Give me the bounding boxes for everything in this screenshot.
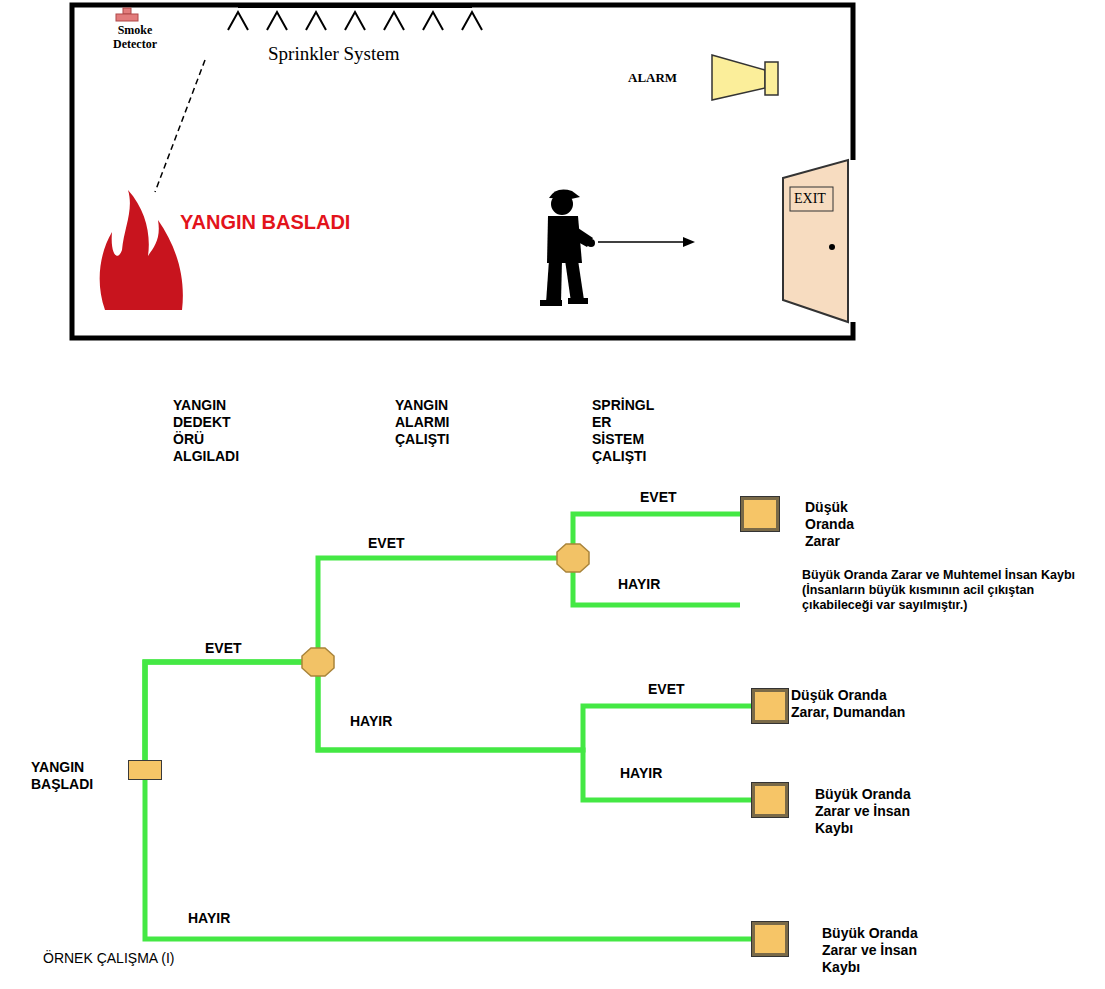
- person-foot: [568, 298, 588, 304]
- door-knob: [829, 244, 835, 250]
- arrow-head: [683, 237, 695, 247]
- outcome-text: Düşük Oranda Zarar: [805, 499, 867, 550]
- outcome-text: Düşük Oranda Zarar, Dumandan: [791, 687, 926, 721]
- exit-door: [783, 160, 848, 322]
- column-header: YANGIN DEDEKT ÖRÜ ALGILADI: [173, 397, 243, 465]
- branch-label: EVET: [368, 535, 405, 552]
- person-foot: [540, 300, 562, 306]
- component-label: ALARM: [628, 70, 677, 86]
- person-cap: [549, 190, 580, 199]
- horn-body: [712, 55, 765, 100]
- exit-sign-text: EXIT: [794, 191, 826, 207]
- outcome-box: Büyük Oranda Zarar ve İnsan Kaybı: [752, 783, 788, 817]
- start-event-box: YANGIN BAŞLADI: [128, 760, 162, 780]
- person-hand: [587, 239, 595, 247]
- column-header: YANGIN ALARMI ÇALIŞTI: [395, 397, 465, 448]
- outcome-text: Büyük Oranda Zarar ve İnsan Kaybı: [815, 786, 933, 837]
- decision-octagon: [557, 544, 589, 572]
- outcome-note: Büyük Oranda Zarar ve Muhtemel İnsan Kay…: [802, 568, 1092, 613]
- branch-line: [145, 662, 752, 760]
- branch-connector: [145, 662, 752, 760]
- alarm-horn: [712, 55, 778, 100]
- outcome-box: Düşük Oranda Zarar: [741, 497, 779, 531]
- branch-line: [145, 780, 752, 939]
- detector-base: [116, 14, 138, 21]
- branch-connector: [145, 780, 752, 939]
- sprinkler-head: [384, 12, 404, 30]
- branch-label: EVET: [648, 681, 685, 698]
- exit-sign: [790, 187, 833, 211]
- detection-line: [155, 60, 205, 192]
- outcome-box: Büyük Oranda Zarar ve İnsan Kaybı: [752, 922, 788, 956]
- outcome-text: YANGIN BAŞLADI: [31, 759, 111, 793]
- sprinkler-head: [267, 12, 287, 30]
- branch-label: HAYIR: [188, 910, 230, 927]
- sprinkler-heads: [228, 7, 482, 30]
- horn-back: [765, 62, 778, 95]
- sprinkler-head: [345, 12, 365, 30]
- outcome-text: Büyük Oranda Zarar ve İnsan Kaybı: [822, 925, 940, 976]
- person-leg: [546, 260, 562, 303]
- fire-flame: [100, 190, 183, 310]
- branch-label: HAYIR: [620, 765, 662, 782]
- person-leg: [565, 260, 584, 302]
- branch-label: EVET: [205, 640, 242, 657]
- sprinkler-head: [462, 12, 482, 30]
- smoke-detector-icon: [116, 8, 138, 21]
- component-label: Sprinkler System: [268, 43, 399, 65]
- caption-text: ÖRNEK ÇALIŞMA (I): [43, 950, 174, 967]
- branch-label: HAYIR: [618, 576, 660, 593]
- exit-arrow: [598, 241, 684, 243]
- branch-connector: [145, 514, 741, 760]
- branch-label: HAYIR: [350, 713, 392, 730]
- branch-line: [145, 514, 741, 760]
- sprinkler-head: [423, 12, 443, 30]
- decision-octagon: [302, 648, 334, 676]
- column-header: SPRİNGL ER SİSTEM ÇALIŞTI: [592, 397, 662, 465]
- sprinkler-head: [306, 12, 326, 30]
- branch-line: [573, 558, 740, 605]
- branch-connector: [145, 662, 752, 800]
- branch-label: EVET: [640, 489, 677, 506]
- outcome-box: Düşük Oranda Zarar, Dumandan: [752, 689, 788, 723]
- sprinkler-pipe: [238, 6, 472, 8]
- fire-label: YANGIN BASLADI: [180, 210, 350, 234]
- sprinkler-head: [228, 12, 248, 30]
- room-wall: [72, 5, 853, 338]
- component-label: Smoke Detector: [102, 23, 168, 51]
- person-figure: [540, 190, 595, 306]
- detector-stem: [123, 8, 131, 14]
- branch-line: [145, 662, 752, 800]
